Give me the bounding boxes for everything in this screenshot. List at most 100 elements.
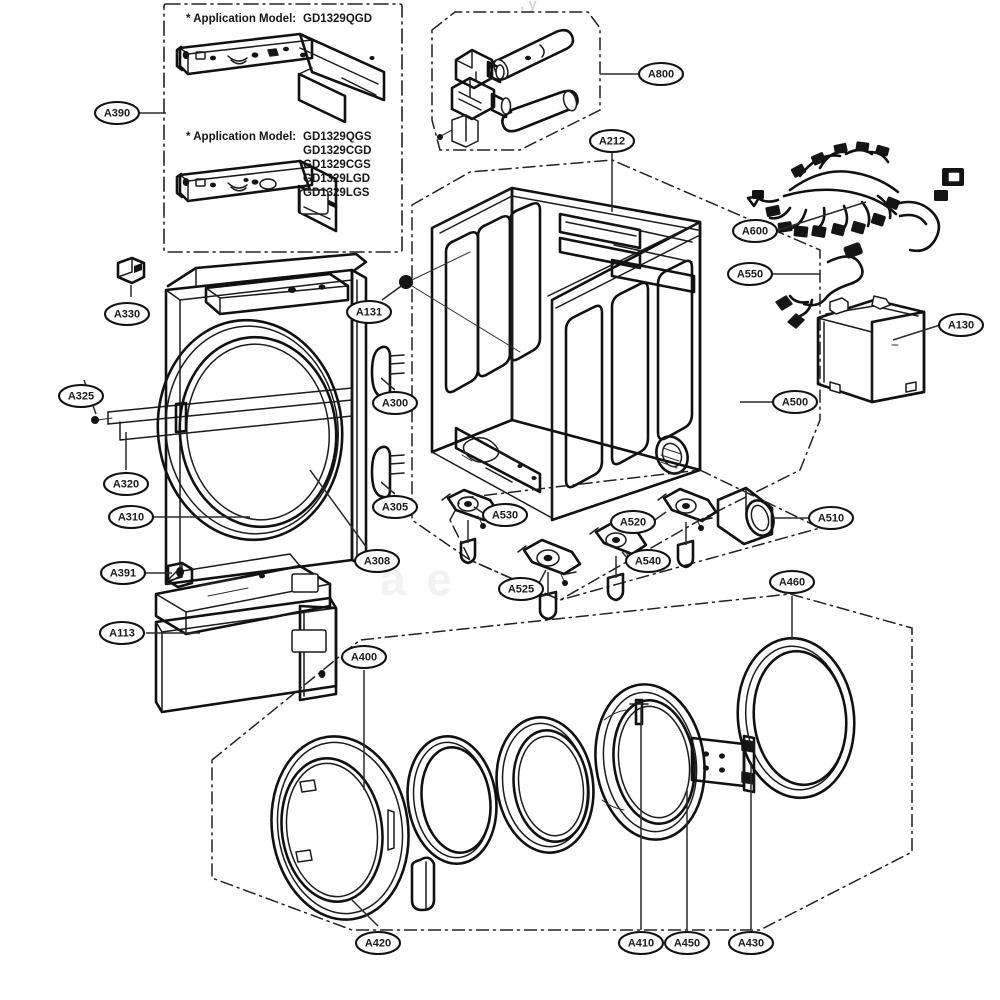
- model-note-2-model-3: GD1329LGD: [303, 173, 370, 185]
- callout-label: A305: [382, 502, 408, 514]
- callout-bubble: [57, 383, 105, 409]
- model-note-2-model-1: GD1329CGD: [303, 145, 371, 157]
- gas-valve-assembly: [450, 48, 512, 121]
- callout-label: A320: [113, 479, 139, 491]
- door-hinge-bar: [91, 387, 353, 441]
- duct-tube-lower: [501, 89, 579, 133]
- callout-a400[interactable]: A400: [340, 644, 388, 670]
- cabinet-left-vents: [444, 201, 542, 394]
- callout-a540[interactable]: A540: [624, 548, 672, 574]
- front-bracket-other: [175, 159, 338, 233]
- cabinet-group: [411, 152, 821, 601]
- callout-a410[interactable]: A410: [617, 930, 665, 956]
- callout-bubble: [726, 261, 774, 287]
- callout-label: A530: [492, 510, 518, 522]
- callout-bubble: [371, 494, 419, 520]
- callout-bubble: [807, 505, 855, 531]
- exhaust-duct: [716, 486, 811, 546]
- callout-bubble: [103, 301, 151, 327]
- callout-a800[interactable]: A800: [637, 61, 685, 87]
- callout-bubble: [93, 100, 141, 126]
- callout-bubble: [107, 504, 155, 530]
- callout-bubble: [353, 548, 401, 574]
- callout-bubble: [99, 560, 147, 586]
- callout-label: A113: [109, 628, 135, 640]
- model-note-2-model-2: GD1329CGS: [303, 159, 371, 171]
- callout-a113[interactable]: A113: [98, 620, 146, 646]
- callout-a420[interactable]: A420: [354, 930, 402, 956]
- callout-bubble: [102, 471, 150, 497]
- leg-foot-a525: [538, 572, 558, 621]
- callout-a430[interactable]: A430: [727, 930, 775, 956]
- door-inner-frame: [594, 683, 756, 841]
- callout-a325[interactable]: A325: [57, 383, 105, 409]
- kick-plate: [146, 596, 338, 714]
- model-note-2-model-4: GD1329LGS: [303, 187, 370, 199]
- callout-label: A600: [742, 226, 768, 238]
- callout-label: A212: [599, 136, 625, 148]
- callout-label: A400: [351, 652, 377, 664]
- callout-bubble: [98, 620, 146, 646]
- callout-bubble: [609, 509, 657, 535]
- callout-label: A131: [356, 307, 382, 319]
- callout-a550[interactable]: A550: [726, 261, 774, 287]
- callout-a530[interactable]: A530: [481, 502, 529, 528]
- callout-bubble: [354, 930, 402, 956]
- callout-a520[interactable]: A520: [609, 509, 657, 535]
- door-outer-frame: [270, 735, 410, 927]
- callout-label: A420: [365, 938, 391, 950]
- screw-a131: [399, 275, 413, 289]
- callout-a320[interactable]: A320: [102, 471, 150, 497]
- callout-label: A130: [948, 320, 974, 332]
- callout-label: A450: [674, 938, 700, 950]
- door-switch: [116, 256, 146, 285]
- door-gasket-ring: [406, 735, 498, 865]
- callout-label: A550: [737, 269, 763, 281]
- callout-bubble: [731, 218, 779, 244]
- callout-label: A325: [68, 391, 94, 403]
- callout-a130[interactable]: A130: [937, 312, 985, 338]
- front-panel-assembly: [83, 251, 521, 586]
- callout-bubble: [771, 389, 819, 415]
- cabinet-base: [431, 426, 553, 519]
- callout-a525[interactable]: A525: [497, 576, 545, 602]
- callout-a310[interactable]: A310: [107, 504, 155, 530]
- callout-a300[interactable]: A300: [371, 390, 419, 416]
- model-note-2-prefix: * Application Model:: [186, 131, 296, 143]
- callout-label: A390: [104, 108, 130, 120]
- control-panel: [816, 295, 941, 404]
- door-handle: [410, 856, 436, 912]
- side-hinge-lower: [370, 445, 405, 499]
- side-hinge-upper: [370, 345, 405, 399]
- callout-label: A410: [628, 938, 654, 950]
- lower-bracket: [144, 553, 332, 636]
- callout-bubble: [937, 312, 985, 338]
- model-note-1-model-0: GD1329QGD: [303, 13, 372, 25]
- callout-label: A308: [364, 556, 390, 568]
- callout-a500[interactable]: A500: [771, 389, 819, 415]
- callout-label: A460: [779, 577, 805, 589]
- callout-a330[interactable]: A330: [103, 301, 151, 327]
- callout-a390[interactable]: A390: [93, 100, 141, 126]
- callout-a460[interactable]: A460: [768, 569, 816, 595]
- leader-a130: [892, 324, 941, 341]
- model-note-2-model-0: GD1329QGS: [303, 131, 372, 143]
- callout-bubble: [371, 390, 419, 416]
- callout-bubble: [768, 569, 816, 595]
- callout-a450[interactable]: A450: [663, 930, 711, 956]
- callout-a391[interactable]: A391: [99, 560, 147, 586]
- leg-bracket-a520: [657, 487, 718, 531]
- cabinet-front-vents: [564, 259, 694, 489]
- callout-label: A510: [818, 513, 844, 525]
- callout-a600[interactable]: A600: [731, 218, 779, 244]
- callout-a131[interactable]: A131: [345, 299, 393, 325]
- callout-a510[interactable]: A510: [807, 505, 855, 531]
- callout-a308[interactable]: A308: [353, 548, 401, 574]
- leader-a600: [774, 201, 867, 232]
- leader-a308: [309, 469, 368, 549]
- callout-a305[interactable]: A305: [371, 494, 419, 520]
- callout-a212[interactable]: A212: [588, 128, 636, 154]
- leg-foot-a530: [459, 520, 477, 565]
- leg-foot-a540: [606, 556, 625, 602]
